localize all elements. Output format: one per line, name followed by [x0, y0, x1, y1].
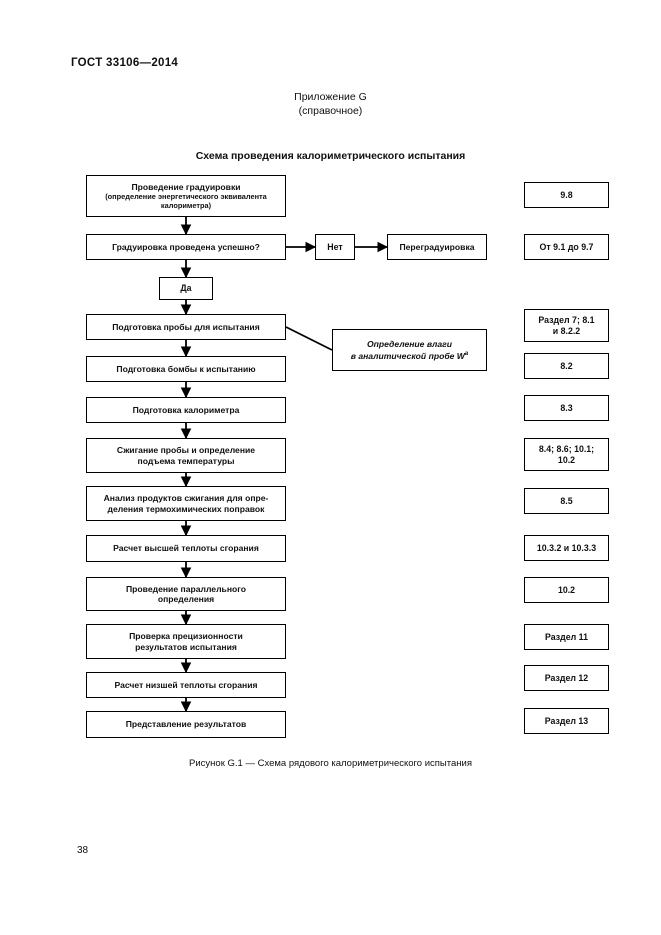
ref-9-8[interactable]: 9.8	[524, 182, 609, 208]
node-moisture-determination[interactable]: Определение влаги в аналитической пробе …	[332, 329, 487, 371]
node-moisture-label2: в аналитической пробе W	[350, 350, 465, 361]
node-products-analysis-label: Анализ продуктов сжигания для опре-	[103, 493, 269, 503]
ref-section-11[interactable]: Раздел 11	[524, 624, 609, 650]
node-calorimeter-prep[interactable]: Подготовка калориметра	[86, 397, 286, 423]
ref-9-1-to-9-7-label: От 9.1 до 9.7	[539, 241, 594, 252]
node-parallel-determination-label2: определения	[157, 594, 215, 604]
node-calibration-label: Проведение градуировки	[131, 181, 241, 192]
annex-heading: Приложение G (справочное)	[0, 90, 661, 118]
node-precision-check[interactable]: Проверка прецизионности результатов испы…	[86, 624, 286, 659]
ref-10-3-label: 10.3.2 и 10.3.3	[536, 542, 597, 553]
node-report-results[interactable]: Представление результатов	[86, 711, 286, 738]
node-report-results-label: Представление результатов	[125, 719, 247, 729]
node-moisture-superscript: a	[464, 351, 469, 358]
ref-8-5-label: 8.5	[560, 495, 573, 506]
node-products-analysis-label2: деления термохимических поправок	[107, 503, 265, 514]
ref-section-7-label: Раздел 7; 8.1	[538, 314, 595, 325]
node-recalibration[interactable]: Переградуировка	[387, 234, 487, 260]
standard-header: ГОСТ 33106—2014	[71, 57, 179, 69]
node-bomb-prep-label: Подготовка бомбы к испытанию	[116, 363, 256, 374]
ref-8-4-label: 8.4; 8.6; 10.1;	[538, 443, 595, 454]
ref-8-2-label: 8.2	[560, 360, 573, 371]
node-combustion[interactable]: Сжигание пробы и определение подъема тем…	[86, 438, 286, 473]
node-sample-prep-label: Подготовка пробы для испытания	[112, 321, 260, 332]
node-recalibration-label: Переградуировка	[399, 241, 475, 252]
node-calibration[interactable]: Проведение градуировки (определение энер…	[86, 175, 286, 217]
ref-section-12-label: Раздел 12	[544, 672, 589, 683]
ref-section-7[interactable]: Раздел 7; 8.1 и 8.2.2	[524, 309, 609, 342]
node-gross-calorific-calc-label: Расчет высшей теплоты сгорания	[113, 543, 259, 553]
ref-8-3[interactable]: 8.3	[524, 395, 609, 421]
node-calibration-check-label: Градуировка проведена успешно?	[112, 241, 260, 252]
node-moisture-label: Определение влаги	[366, 338, 453, 349]
node-net-calorific-calc[interactable]: Расчет низшей теплоты сгорания	[86, 672, 286, 698]
scheme-title: Схема проведения калориметрического испы…	[195, 150, 466, 162]
node-net-calorific-calc-label: Расчет низшей теплоты сгорания	[114, 679, 258, 690]
node-parallel-determination[interactable]: Проведение параллельного определения	[86, 577, 286, 611]
node-calorimeter-prep-label: Подготовка калориметра	[132, 404, 240, 415]
ref-section-7-label2: и 8.2.2	[552, 325, 581, 336]
ref-10-2-label: 10.2	[557, 584, 576, 595]
ref-10-2[interactable]: 10.2	[524, 577, 609, 603]
node-precision-check-label: Проверка прецизионности	[129, 631, 243, 641]
node-no[interactable]: Нет	[315, 234, 355, 260]
figure-caption: Рисунок G.1 — Схема рядового калориметри…	[189, 758, 472, 769]
node-precision-check-label2: результатов испытания	[135, 641, 237, 652]
node-yes[interactable]: Да	[159, 277, 213, 300]
ref-section-11-label: Раздел 11	[545, 631, 588, 642]
ref-8-4[interactable]: 8.4; 8.6; 10.1; 10.2	[524, 438, 609, 471]
ref-section-12[interactable]: Раздел 12	[524, 665, 609, 691]
node-bomb-prep[interactable]: Подготовка бомбы к испытанию	[86, 356, 286, 382]
ref-8-4-label2: 10.2	[557, 454, 576, 465]
node-yes-label: Да	[180, 283, 192, 293]
ref-8-5[interactable]: 8.5	[524, 488, 609, 514]
page-number: 38	[77, 845, 89, 856]
ref-10-3[interactable]: 10.3.2 и 10.3.3	[524, 535, 609, 561]
node-gross-calorific-calc[interactable]: Расчет высшей теплоты сгорания	[86, 535, 286, 562]
node-calibration-check[interactable]: Градуировка проведена успешно?	[86, 234, 286, 260]
node-calibration-sublabel: (определение энергетического эквивалента…	[105, 192, 267, 211]
node-parallel-determination-label: Проведение параллельного	[126, 583, 246, 594]
ref-8-2[interactable]: 8.2	[524, 353, 609, 379]
node-combustion-label: Сжигание пробы и определение	[116, 445, 256, 455]
node-no-label: Нет	[327, 241, 343, 252]
ref-section-13-label: Раздел 13	[544, 715, 589, 726]
ref-9-1-to-9-7[interactable]: От 9.1 до 9.7	[524, 234, 609, 260]
node-sample-prep[interactable]: Подготовка пробы для испытания	[86, 314, 286, 340]
ref-8-3-label: 8.3	[560, 402, 573, 413]
annex-title: Приложение G	[294, 91, 367, 103]
ref-section-13[interactable]: Раздел 13	[524, 708, 609, 734]
node-products-analysis[interactable]: Анализ продуктов сжигания для опре- деле…	[86, 486, 286, 521]
node-combustion-label2: подъема температуры	[137, 455, 235, 466]
ref-9-8-label: 9.8	[560, 189, 573, 200]
annex-subtitle: (справочное)	[298, 105, 363, 117]
